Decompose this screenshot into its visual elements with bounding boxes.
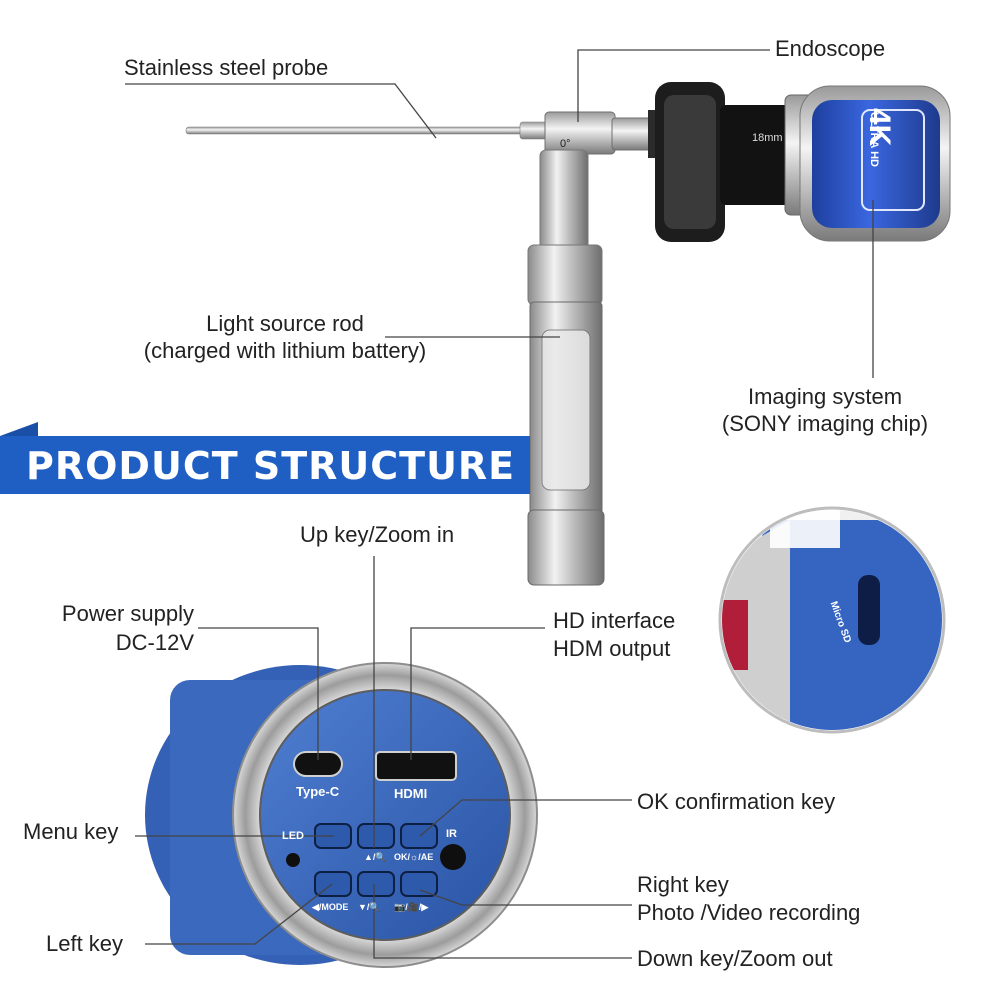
stainless-steel-probe-label: Stainless steel probe — [124, 55, 329, 80]
ok-button-label: OK/☼/AE — [394, 852, 434, 862]
ir-label: IR — [446, 828, 457, 840]
hd-interface-label-line1: HD interface — [553, 608, 676, 633]
right-key-label-line2: Photo /Video recording — [637, 900, 861, 925]
lens-angle-text: 0° — [560, 138, 571, 150]
camera-ultra-hd-text: ULTRA HD — [868, 112, 880, 167]
power-supply-label-line1: Power supply — [61, 601, 194, 626]
imaging-system-label-line2: (SONY imaging chip) — [721, 411, 929, 436]
leader-lines — [125, 49, 874, 959]
stainless-steel-probe-shape — [185, 121, 551, 140]
power-supply-label-line2: DC-12V — [115, 630, 194, 655]
left-key-label: Left key — [46, 931, 124, 956]
endoscope-eyepiece-shape — [544, 110, 658, 158]
hd-interface-label-line2: HDM output — [553, 636, 671, 661]
down-button-label: ▼/🔍 — [358, 902, 381, 912]
camera-body-shape — [799, 85, 951, 242]
mode-button-label: ◀/MODE — [312, 902, 349, 912]
light-source-label-line1: Light source rod — [206, 311, 364, 336]
endoscope-label: Endoscope — [775, 36, 886, 61]
up-button-label: ▲/🔍 — [364, 852, 387, 862]
section-banner — [0, 422, 530, 494]
banner-title: PRODUCT STRUCTURE — [26, 444, 516, 488]
record-button-label: 📷/🎥/▶ — [394, 902, 429, 912]
control-device-shape — [145, 662, 538, 968]
light-source-rod-shape — [527, 149, 605, 586]
ok-key-label: OK confirmation key — [637, 789, 836, 814]
right-key-label-line1: Right key — [637, 872, 729, 897]
menu-key-label: Menu key — [23, 819, 119, 844]
light-source-label-line2: (charged with lithium battery) — [143, 338, 427, 363]
led-label: LED — [282, 830, 304, 842]
hdmi-port-label: HDMI — [394, 786, 428, 801]
down-key-label: Down key/Zoom out — [637, 946, 833, 971]
imaging-system-label-line1: Imaging system — [747, 384, 903, 409]
camera-coupler-shape — [655, 82, 816, 242]
typec-port-label: Type-C — [296, 784, 340, 799]
up-key-label: Up key/Zoom in — [300, 522, 455, 547]
camera-size-text: 18mm — [752, 132, 783, 144]
